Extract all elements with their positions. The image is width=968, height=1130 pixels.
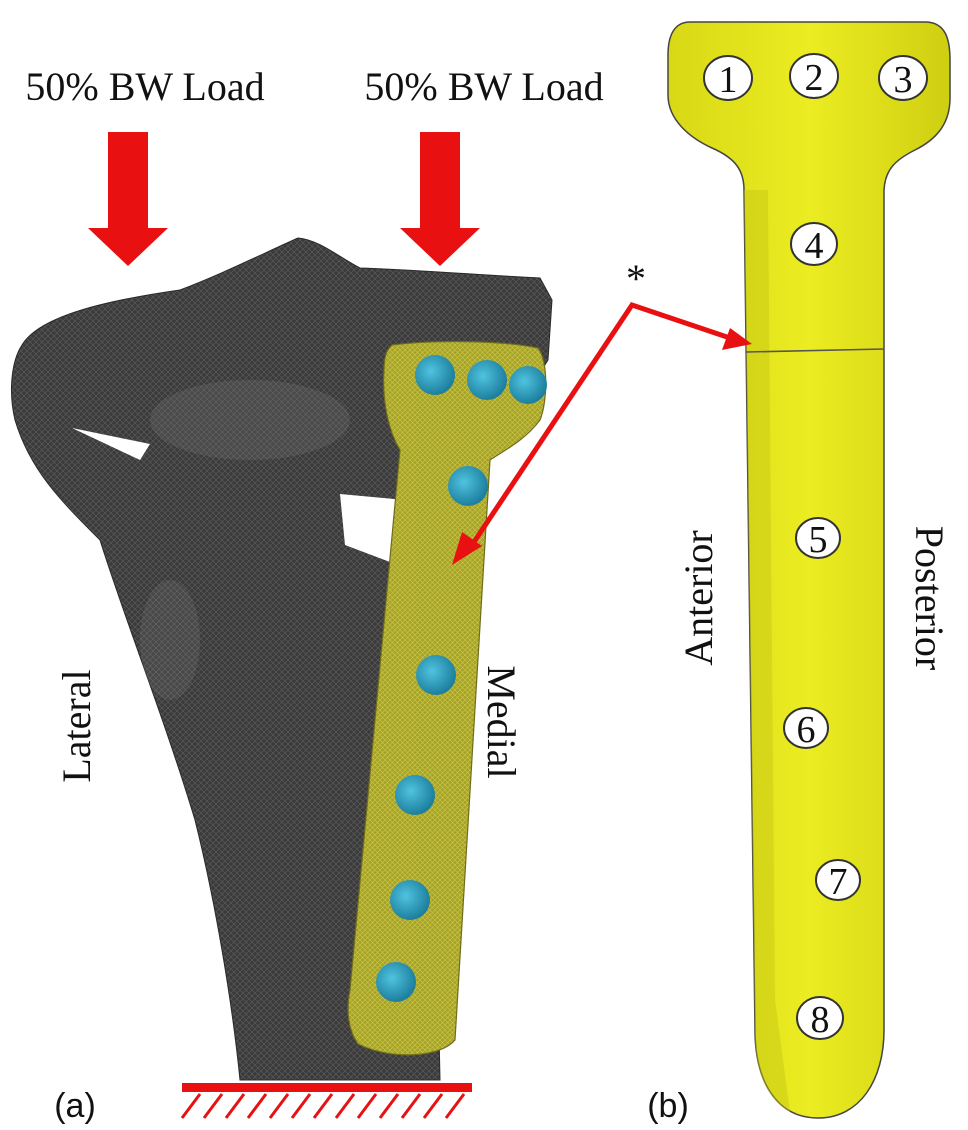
annotation-arrowhead-right: [722, 328, 752, 350]
panel-a: 50% BW Load 50% BW Load Lateral Medial: [10, 64, 604, 1125]
screw-heads: [376, 355, 547, 1002]
hole-number-8: 8: [811, 999, 830, 1041]
screw-7: [390, 880, 430, 920]
load-label-right: 50% BW Load: [364, 64, 603, 109]
hole-5: [795, 517, 841, 559]
hole-8: [796, 996, 844, 1040]
fixation-plate: [347, 340, 547, 1056]
osteotomy-gap-upper: [72, 428, 150, 460]
panel-b: 1 2 3 4 5 6 7 8 Anterior Posterior (b): [647, 21, 952, 1125]
screw-6: [395, 775, 435, 815]
hole-number-2: 2: [805, 57, 824, 99]
side-label-anterior: Anterior: [676, 530, 721, 666]
plate-partition-line: [745, 348, 885, 353]
hole-number-4: 4: [805, 225, 824, 267]
hole-number-7: 7: [829, 861, 848, 903]
side-label-posterior: Posterior: [907, 526, 952, 670]
fixed-support: [180, 1083, 472, 1119]
side-label-medial: Medial: [479, 665, 524, 778]
hole-number-5: 5: [809, 519, 828, 561]
hole-6: [783, 707, 829, 749]
plate-shading: [744, 190, 790, 1112]
screw-8: [376, 962, 416, 1002]
screw-1: [415, 355, 455, 395]
hole-2: [789, 53, 839, 99]
hole-4: [790, 222, 838, 266]
plate-holes: [703, 53, 928, 1040]
bone-highlight: [150, 380, 350, 460]
bone-highlight-2: [140, 580, 200, 700]
hole-number-3: 3: [894, 59, 913, 101]
screw-4: [448, 466, 488, 506]
hole-1: [703, 55, 753, 101]
hole-number-6: 6: [797, 709, 816, 751]
hole-number-1: 1: [719, 59, 738, 101]
load-arrow-left: [88, 132, 168, 266]
screw-2: [467, 360, 507, 400]
load-arrow-right: [400, 132, 480, 266]
panel-label-a: (a): [54, 1087, 96, 1125]
side-label-lateral: Lateral: [54, 669, 99, 782]
cut-annotation: *: [452, 256, 752, 565]
hole-numbers: 1 2 3 4 5 6 7 8: [719, 57, 913, 1041]
load-label-left: 50% BW Load: [25, 64, 264, 109]
hole-3: [878, 55, 928, 101]
osteotomy-gap-lower: [340, 494, 405, 565]
hole-7: [815, 859, 861, 901]
screw-5: [416, 655, 456, 695]
t-plate: [667, 21, 951, 1119]
screw-3: [509, 366, 547, 404]
annotation-arrowhead-left: [452, 532, 482, 565]
annotation-line: [467, 302, 731, 550]
panel-label-b: (b): [647, 1087, 689, 1125]
asterisk-marker: *: [626, 256, 646, 301]
